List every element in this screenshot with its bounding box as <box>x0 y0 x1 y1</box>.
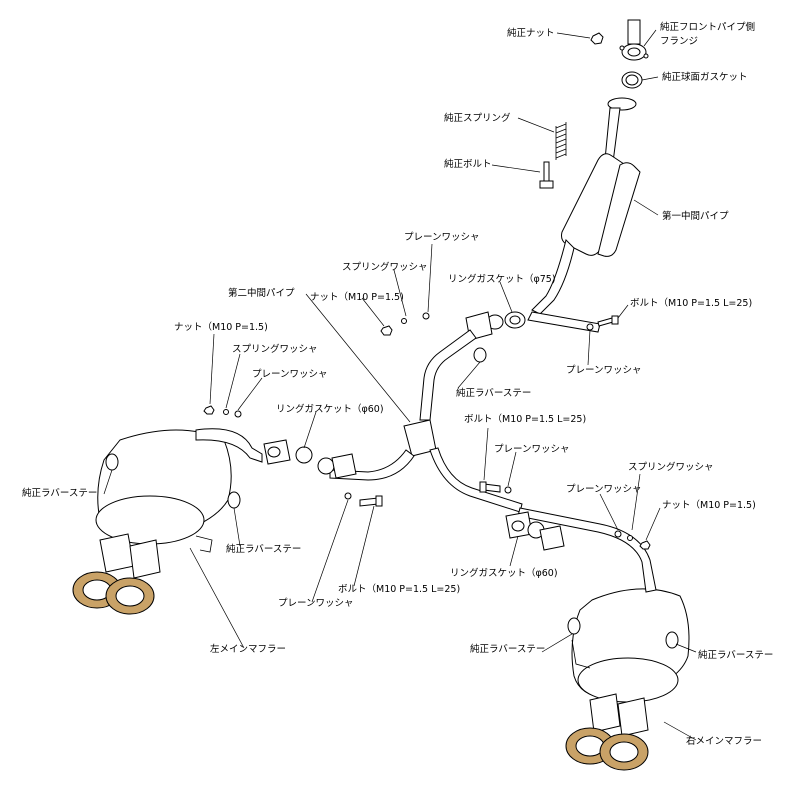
label-genuine-bolt: 純正ボルト <box>444 158 492 170</box>
label-rubber-stay-right-right: 純正ラバーステー <box>698 649 773 661</box>
label-ring-gasket-60-right: リングガスケット（φ60) <box>450 567 558 579</box>
label-spring-washer-top: スプリングワッシャ <box>342 261 428 273</box>
label-plain-washer-left: プレーンワッシャ <box>252 369 328 380</box>
right-flange-gasket <box>505 511 565 551</box>
genuine-spring-part <box>555 122 567 160</box>
label-plain-washer-right-top: プレーンワッシャ <box>566 365 642 376</box>
label-nut-m10-left: ナット（M10 P=1.5) <box>174 321 268 333</box>
left-main-muffler <box>72 428 263 615</box>
label-plain-washer-mid: プレーンワッシャ <box>494 444 570 455</box>
right-nut-washer-set <box>614 530 651 550</box>
left-ring-gasket <box>295 446 357 479</box>
genuine-bolt-part <box>539 161 554 189</box>
ball-gasket-part <box>621 71 643 89</box>
label-nut-m10-top: ナット（M10 P=1.5) <box>310 291 404 303</box>
top-nut-washer-set <box>380 312 430 336</box>
label-genuine-nut: 純正ナット <box>507 27 555 39</box>
label-first-mid-pipe: 第一中間パイプ <box>662 210 729 222</box>
mid-bolt-washer <box>344 492 383 507</box>
first-mid-pipe <box>527 97 641 333</box>
label-front-flange-2: フランジ <box>660 36 698 47</box>
label-rubber-stay-center: 純正ラバーステー <box>456 387 531 399</box>
label-plain-washer-right: プレーンワッシャ <box>566 484 642 495</box>
front-pipe-flange <box>619 19 649 61</box>
label-front-flange-1: 純正フロントパイプ側 <box>660 21 755 33</box>
label-spring-washer-left: スプリングワッシャ <box>232 343 318 355</box>
label-genuine-spring: 純正スプリング <box>444 112 511 124</box>
right-main-muffler <box>517 507 690 771</box>
label-rubber-stay-right-left: 純正ラバーステー <box>470 643 545 655</box>
right-bolt-washer <box>479 481 512 494</box>
left-flange <box>263 439 291 465</box>
label-bolt-m10-mid: ボルト（M10 P=1.5 L=25) <box>464 413 586 425</box>
label-bolt-m10-top: ボルト（M10 P=1.5 L=25) <box>630 297 752 309</box>
ring-gasket-75-part <box>486 311 526 330</box>
label-ring-gasket-60-left: リングガスケット（φ60) <box>276 403 384 415</box>
labels: 純正ナット 純正フロントパイプ側 フランジ 純正球面ガスケット 純正スプリング … <box>22 21 773 747</box>
label-nut-m10-right: ナット（M10 P=1.5) <box>662 499 756 511</box>
label-ring-gasket-75: リングガスケット（φ75) <box>448 273 556 285</box>
label-left-main-muffler: 左メインマフラー <box>210 643 286 655</box>
label-ball-gasket: 純正球面ガスケット <box>662 71 748 83</box>
left-rubber-stays <box>105 453 241 509</box>
label-second-mid-pipe: 第二中間パイプ <box>228 287 295 299</box>
label-rubber-stay-left-bottom: 純正ラバーステー <box>226 543 301 555</box>
label-right-main-muffler: 右メインマフラー <box>686 735 762 747</box>
right-rubber-stays <box>567 617 679 649</box>
label-plain-washer-top: プレーンワッシャ <box>404 232 480 243</box>
label-spring-washer-right: スプリングワッシャ <box>628 461 714 473</box>
leader-lines <box>103 29 697 741</box>
label-rubber-stay-left-top: 純正ラバーステー <box>22 487 97 499</box>
label-plain-washer-bottom: プレーンワッシャ <box>278 598 354 609</box>
left-nut-washer-set <box>203 405 242 418</box>
genuine-nut-part <box>590 32 604 45</box>
label-bolt-m10-bottom: ボルト（M10 P=1.5 L=25) <box>338 583 460 595</box>
